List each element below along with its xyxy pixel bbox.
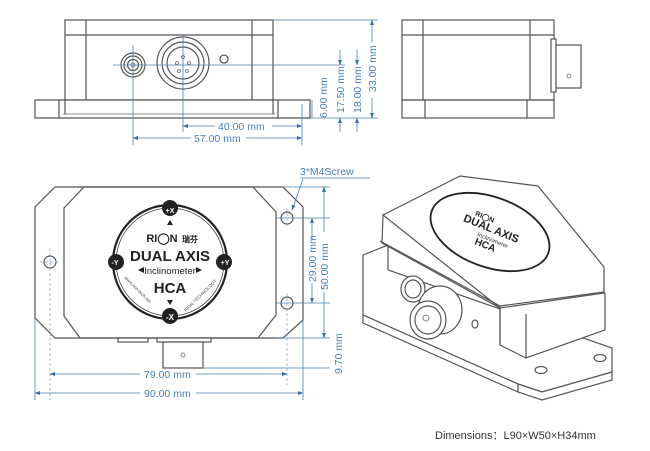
front-screw-hole	[219, 54, 229, 64]
iso-badge	[429, 191, 551, 273]
dim-connector-height-b: 18.00 mm	[352, 66, 364, 113]
axis-tab-left	[108, 254, 124, 270]
iso-screw-hole	[471, 319, 479, 329]
dim-hole-spacing-horizontal: 79.00 mm	[144, 369, 191, 381]
badge-dual-axis: DUAL AXIS	[130, 248, 210, 265]
iso-small-connector-icon	[400, 275, 426, 303]
dim-connector-offset-b: 57.00 mm	[194, 133, 241, 145]
side-body-outline	[401, 19, 555, 101]
top-connector-screw	[180, 352, 186, 358]
side-base	[401, 99, 555, 119]
mount-hole-bottom-right-icon	[276, 293, 330, 385]
side-connector-icon	[550, 38, 582, 93]
front-view: 33.00 mm 18.00 mm 17.50 mm 6.00 mm 40.00…	[34, 19, 379, 145]
dim-height-total: 33.00 mm	[367, 45, 379, 92]
axis-label-right: +Y	[221, 260, 230, 267]
dim-hole-spacing-vertical: 29.00 mm	[307, 235, 319, 282]
arrow-down-icon	[167, 300, 173, 305]
arrow-right-icon	[196, 267, 202, 273]
axis-label-top: +X	[166, 208, 175, 215]
dim-base-thickness: 6.00 mm	[318, 77, 330, 118]
isometric-view: DUAL AXIS HCA Inclinometer RI◯N	[362, 175, 613, 401]
dim-width: 50.00 mm	[319, 243, 331, 290]
brand-cn: 瑞芬	[182, 234, 199, 244]
top-small-connector-stub	[117, 337, 149, 343]
top-large-connector-body	[162, 341, 204, 369]
axis-label-left: -Y	[112, 260, 119, 267]
top-large-connector-flange	[156, 337, 212, 343]
badge-model: HCA	[154, 280, 187, 297]
axis-label-bottom: -X	[166, 313, 175, 322]
mount-hole-top-right-icon	[276, 208, 330, 228]
product-badge: +X -X -Y +Y RI◯N 瑞芬 DUAL AXIS Inclinomet…	[108, 200, 232, 324]
top-view: 3*M4Screw 29.00 mm 50.00 mm 9.70 mm 79.0…	[34, 166, 370, 400]
dim-length: 90.00 mm	[144, 388, 191, 400]
badge-inclinometer: Inclinometer	[144, 266, 196, 277]
iso-base-edge-right	[517, 371, 613, 401]
arrow-up-icon	[167, 220, 173, 225]
front-base-flange	[34, 99, 311, 119]
iso-mount-hole-2	[534, 365, 548, 375]
axis-tab-right	[216, 254, 232, 270]
dimensions-caption: Dimensions：L90×W50×H34mm	[435, 430, 596, 442]
brand-logo: RI◯N	[146, 233, 177, 245]
axis-tab-top	[162, 200, 178, 216]
side-view	[401, 19, 582, 119]
screw-label: 3*M4Screw	[300, 166, 354, 178]
arrow-left-icon	[138, 267, 144, 273]
top-body-outline	[63, 186, 277, 339]
dim-connector-protrusion: 9.70 mm	[333, 333, 345, 374]
screw-leader	[291, 178, 304, 211]
dim-connector-height-a: 17.50 mm	[335, 66, 347, 113]
iso-mount-hole-1	[593, 353, 607, 363]
axis-tab-bottom	[162, 308, 178, 324]
dim-connector-offset-a: 40.00 mm	[218, 121, 265, 133]
iso-large-connector-icon	[409, 285, 463, 340]
